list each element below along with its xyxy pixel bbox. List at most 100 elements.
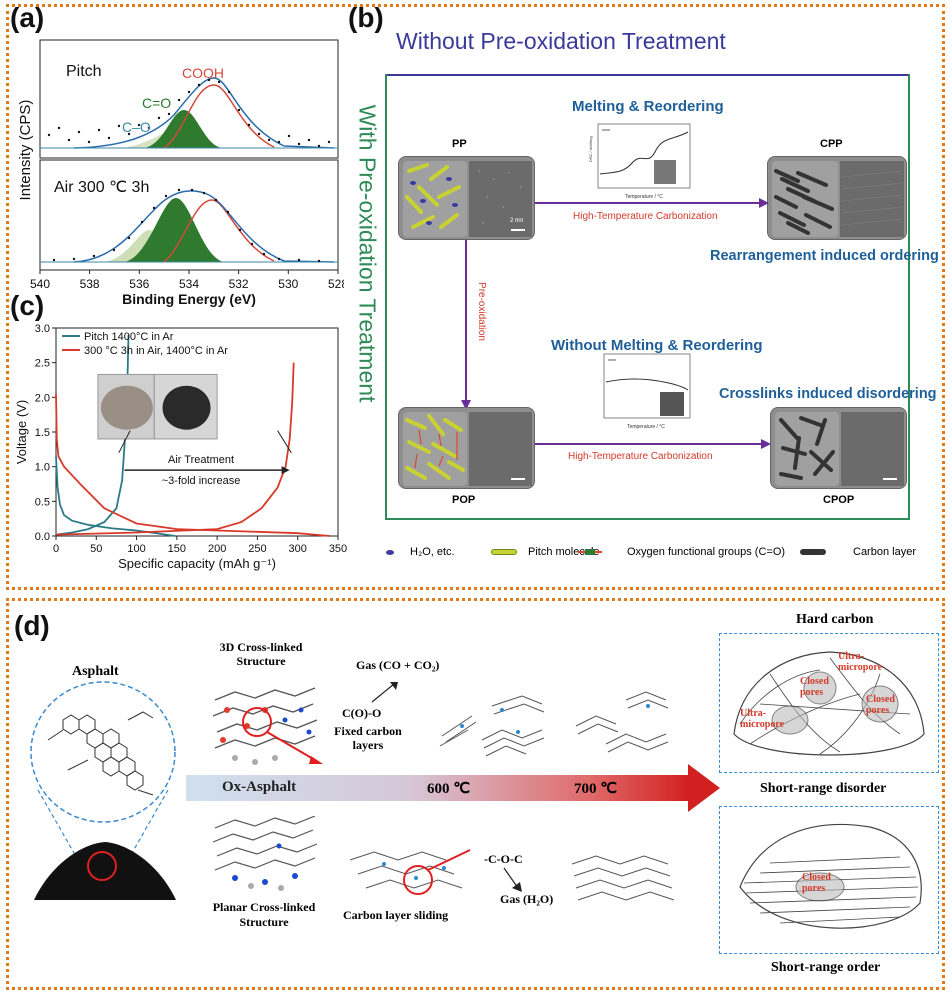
air-treatment-arrowhead <box>281 466 290 475</box>
xps-xtick: 538 <box>80 277 100 291</box>
x-tick-label: 50 <box>90 543 102 555</box>
pp-schematic <box>398 156 535 240</box>
x-tick-label: 150 <box>168 543 186 555</box>
htc-label-top: High-Temperature Carbonization <box>573 211 718 222</box>
legend-h2o-icon <box>386 550 394 555</box>
xps-bottom-c=o-peak <box>124 198 224 262</box>
without-melting-heading: Without Melting & Reordering <box>551 337 763 354</box>
pp-molecules <box>403 161 532 237</box>
cpp-layers <box>772 161 904 237</box>
panel-b-top-line <box>386 74 910 76</box>
x-tick-label: 250 <box>248 543 266 555</box>
planar-label: Planar Cross-linked Structure <box>210 900 318 930</box>
xps-bottom-label: Air 300 ℃ 3h <box>54 179 149 196</box>
xps-xtick: 534 <box>179 277 199 291</box>
series-0-discharge-line <box>55 456 176 537</box>
title-without-preox: Without Pre-oxidation Treatment <box>396 28 726 54</box>
rearrangement-label: Rearrangement induced ordering <box>710 248 939 264</box>
closed-text-3: Closed pores <box>802 872 831 894</box>
temp-600-label: 600 ℃ <box>427 781 471 797</box>
xps-top-datapoints <box>47 78 331 148</box>
fragment-top-600 <box>439 695 545 757</box>
panel-b-left-line <box>385 74 387 520</box>
xps-peak-c=o: C=O <box>142 95 171 111</box>
ox-asphalt-label: Ox-Asphalt <box>222 779 297 795</box>
closed-label-3: Closed pores <box>802 872 842 894</box>
legend-carbon: Carbon layer <box>853 546 916 558</box>
svg-text:Temperature / °C: Temperature / °C <box>627 424 665 430</box>
xps-xtick: 530 <box>278 277 298 291</box>
sliding-label: Carbon layer sliding <box>343 908 449 922</box>
temp-700-label: 700 ℃ <box>574 781 618 797</box>
x-tick-label: 100 <box>127 543 145 555</box>
series-1-discharge-line <box>55 393 330 537</box>
y-tick-label: 1.5 <box>35 427 50 439</box>
legend-carbon-icon <box>800 549 826 555</box>
fixed-label: Fixed carbon layers <box>326 724 410 752</box>
y-tick-label: 1.0 <box>35 462 50 474</box>
closed-text-2: Closed pores <box>866 694 895 716</box>
dsc-plot-top: Temperature / °C DSC / mW/mg <box>588 123 691 200</box>
legend-entry-1: 300 °C 3h in Air, 1400°C in Ar <box>84 345 228 357</box>
fragment-top-700 <box>575 691 669 753</box>
h2o-arrow <box>503 867 522 892</box>
pp-label: PP <box>452 138 467 150</box>
pop-label: POP <box>452 494 476 506</box>
xps-bottom-datapoints <box>52 188 321 263</box>
closed-label-1: Closed pores <box>800 676 836 698</box>
panel-b-bottom-line <box>386 518 910 520</box>
planar-structure <box>212 816 318 891</box>
legend-pitch: Pitch molecule <box>528 546 600 558</box>
cross3d-text: 3D Cross-linked Structure <box>219 640 303 668</box>
y-tick-label: 0.5 <box>35 496 50 508</box>
title-with-preox: With Pre-oxidation Treatment <box>354 104 381 403</box>
fixed-text: Fixed carbon layers <box>334 724 402 752</box>
closed-text-1: Closed pores <box>800 676 829 698</box>
annotation-fold-increase: ~3-fold increase <box>162 475 241 487</box>
top-panel-frame <box>6 4 945 590</box>
battery-ylabel: Voltage (V) <box>14 400 29 464</box>
sliding-structure <box>349 849 471 895</box>
annotation-air-treatment: Air Treatment <box>168 454 234 466</box>
legend-oxygen: Oxygen functional groups (C=O) <box>627 546 786 558</box>
panel-label-c: (c) <box>10 290 45 321</box>
preox-label: Pre-oxidation <box>475 282 487 341</box>
panel-label-b: (b) <box>348 2 384 33</box>
gas-arrow <box>371 682 398 703</box>
melting-heading: Melting & Reordering <box>572 98 724 115</box>
process-arrow-head <box>688 764 720 812</box>
gas-h2o-label: Gas (H₂O) <box>500 892 554 906</box>
inset-oxidized-powder <box>162 385 211 430</box>
x-tick-label: 300 <box>289 543 307 555</box>
xps-top-label: Pitch <box>66 63 102 80</box>
series-1-charge-line <box>55 362 295 536</box>
panel-label-d: (d) <box>14 610 50 641</box>
ultra-label-2: Ultra-micropore <box>740 708 784 730</box>
gas-co-label: Gas (CO + CO₂) <box>356 658 440 672</box>
annot-pointer-left <box>118 430 131 454</box>
ultra-text-2: Ultra-micropore <box>740 708 785 730</box>
cross3d-label: 3D Cross-linked Structure <box>206 640 316 668</box>
xps-ylabel: Intensity (CPS) <box>17 100 34 201</box>
arrow-pp-pop <box>461 240 471 410</box>
xps-peak-c-o: C–O <box>122 119 151 135</box>
xps-top-c=o-peak <box>144 110 222 148</box>
closed-label-2: Closed pores <box>866 694 902 716</box>
cpp-label: CPP <box>820 138 843 150</box>
panel-b-right-line <box>908 74 910 520</box>
xps-xtick: 536 <box>129 277 149 291</box>
planar-text: Planar Cross-linked Structure <box>212 900 316 929</box>
legend-h2o: H₂O, etc. <box>410 546 455 558</box>
y-tick-label: 2.0 <box>35 392 50 404</box>
disorder-network <box>733 651 925 756</box>
coo-label: C(O)-O <box>342 706 382 720</box>
xps-bottom-cooh-curve <box>163 199 275 263</box>
hard-carbon-disorder-box <box>719 633 939 773</box>
xps-xtick: 528 <box>328 277 344 291</box>
xps-top-cooh-curve <box>163 84 275 149</box>
cpp-schematic <box>767 156 907 240</box>
annot-pointer-right <box>277 430 292 454</box>
asphalt-label: Asphalt <box>72 664 119 679</box>
y-tick-label: 3.0 <box>35 323 50 335</box>
x-tick-label: 350 <box>329 543 347 555</box>
